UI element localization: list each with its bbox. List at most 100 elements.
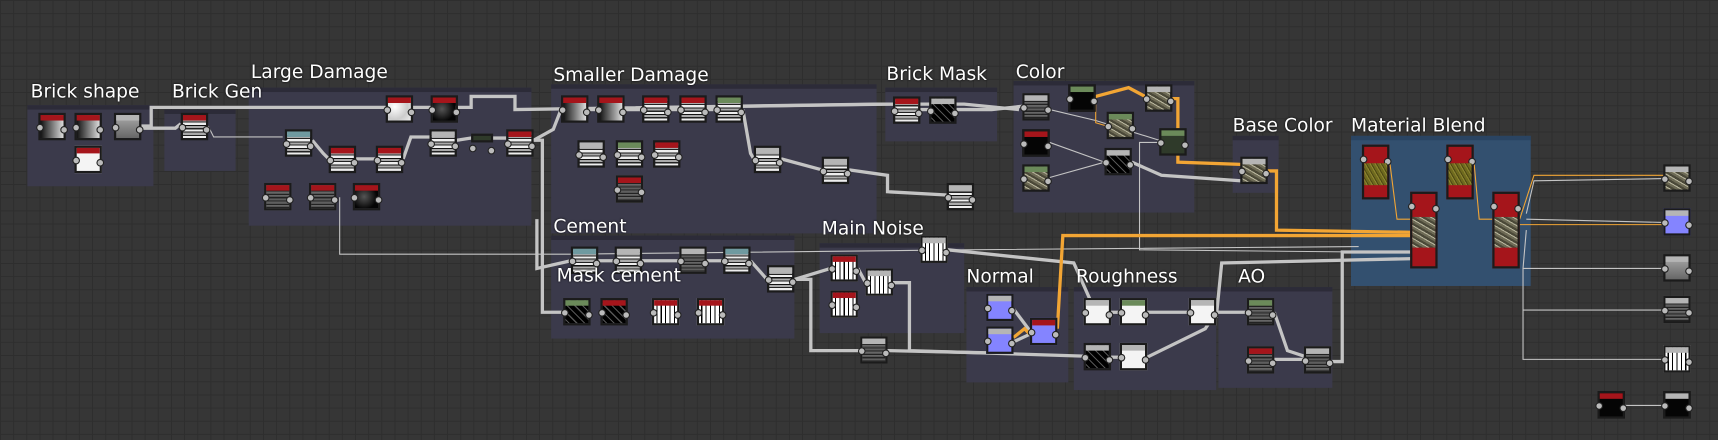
output-pin[interactable] xyxy=(852,267,861,276)
output-pin[interactable] xyxy=(1383,157,1392,166)
graph-node[interactable] xyxy=(1661,208,1693,236)
output-pin[interactable] xyxy=(1181,141,1189,150)
output-pin[interactable] xyxy=(1262,169,1270,178)
graph-node[interactable] xyxy=(1020,129,1052,157)
output-pin[interactable] xyxy=(882,349,890,358)
output-pin[interactable] xyxy=(330,196,339,204)
input-pin[interactable] xyxy=(1102,158,1110,167)
input-pin[interactable] xyxy=(612,257,621,266)
graph-node[interactable] xyxy=(863,268,896,296)
input-pin[interactable] xyxy=(1301,357,1310,365)
output-pin[interactable] xyxy=(673,311,682,319)
connection-wire[interactable] xyxy=(1526,218,1664,223)
output-pin[interactable] xyxy=(582,108,591,117)
input-pin[interactable] xyxy=(828,265,837,273)
graph-node[interactable] xyxy=(1066,84,1098,112)
output-pin[interactable] xyxy=(1141,311,1150,319)
graph-node[interactable] xyxy=(1186,298,1219,326)
output-pin[interactable] xyxy=(1044,177,1052,186)
input-pin[interactable] xyxy=(713,106,721,114)
input-pin[interactable] xyxy=(613,151,622,159)
input-pin[interactable] xyxy=(504,140,512,148)
graph-node[interactable] xyxy=(1027,317,1060,346)
output-pin[interactable] xyxy=(942,248,950,257)
graph-node[interactable] xyxy=(594,95,627,123)
output-pin[interactable] xyxy=(775,158,784,167)
output-pin[interactable] xyxy=(1008,339,1016,348)
output-pin[interactable] xyxy=(788,278,797,286)
input-pin[interactable] xyxy=(326,156,335,165)
graph-node[interactable] xyxy=(1661,391,1693,419)
output-pin[interactable] xyxy=(96,158,105,167)
graph-node[interactable] xyxy=(1244,346,1277,374)
output-pin[interactable] xyxy=(663,108,672,117)
graph-node[interactable] xyxy=(613,175,646,203)
input-pin[interactable] xyxy=(468,144,477,153)
output-pin[interactable] xyxy=(528,142,536,151)
graph-node[interactable] xyxy=(1238,156,1270,185)
graph-node[interactable] xyxy=(326,145,359,174)
connection-wire[interactable] xyxy=(207,125,283,138)
graph-node[interactable] xyxy=(828,290,861,318)
color-connection-wire[interactable] xyxy=(1055,233,1411,329)
input-pin[interactable] xyxy=(944,193,953,202)
output-pin[interactable] xyxy=(452,108,461,117)
output-pin[interactable] xyxy=(619,108,627,117)
graph-node[interactable] xyxy=(1244,298,1277,326)
graph-node[interactable] xyxy=(764,265,797,293)
input-pin[interactable] xyxy=(1244,357,1253,365)
input-pin[interactable] xyxy=(1020,140,1028,148)
output-pin[interactable] xyxy=(96,126,105,134)
input-pin[interactable] xyxy=(819,167,828,176)
output-pin[interactable] xyxy=(745,259,753,268)
input-pin[interactable] xyxy=(568,257,577,266)
input-pin[interactable] xyxy=(677,106,685,114)
input-pin[interactable] xyxy=(751,156,760,165)
graph-node[interactable] xyxy=(720,246,753,274)
graph-node[interactable] xyxy=(373,145,406,174)
output-pin[interactable] xyxy=(1051,330,1060,339)
connection-wire[interactable] xyxy=(956,104,1023,112)
input-pin[interactable] xyxy=(764,276,773,284)
input-pin[interactable] xyxy=(890,107,899,116)
input-pin[interactable] xyxy=(918,246,926,255)
graph-node[interactable] xyxy=(613,140,646,168)
output-pin[interactable] xyxy=(637,188,646,197)
connection-wire[interactable] xyxy=(1049,161,1105,179)
switch-node[interactable] xyxy=(468,133,496,155)
graph-node[interactable] xyxy=(983,326,1016,354)
output-pin[interactable] xyxy=(701,108,709,117)
input-pin[interactable] xyxy=(428,106,437,114)
graph-node[interactable] xyxy=(677,246,709,274)
input-pin[interactable] xyxy=(575,151,583,159)
input-pin[interactable] xyxy=(1238,167,1246,176)
output-pin[interactable] xyxy=(914,109,923,118)
output-pin[interactable] xyxy=(1128,124,1137,133)
graph-node[interactable] xyxy=(504,129,536,157)
connection-wire[interactable] xyxy=(793,266,832,281)
output-pin[interactable] xyxy=(1685,404,1693,412)
input-pin[interactable] xyxy=(282,140,291,148)
output-pin[interactable] xyxy=(1105,311,1114,319)
graph-node[interactable] xyxy=(751,145,784,174)
output-pin[interactable] xyxy=(1008,306,1016,315)
input-pin[interactable] xyxy=(383,106,392,114)
output-pin[interactable] xyxy=(951,109,959,118)
graph-node[interactable] xyxy=(261,182,294,211)
input-pin[interactable] xyxy=(72,123,80,132)
input-pin[interactable] xyxy=(373,156,382,165)
graph-node[interactable] xyxy=(694,298,727,326)
graph-node[interactable] xyxy=(1081,342,1114,371)
input-pin[interactable] xyxy=(1359,155,1368,164)
output-pin[interactable] xyxy=(1210,311,1219,319)
graph-node[interactable] xyxy=(983,293,1016,322)
graph-node[interactable] xyxy=(713,95,746,123)
graph-node[interactable] xyxy=(1020,164,1052,192)
input-pin[interactable] xyxy=(178,123,187,132)
graph-node[interactable] xyxy=(649,298,682,326)
connection-wire[interactable] xyxy=(848,168,947,197)
input-pin[interactable] xyxy=(1661,306,1669,315)
output-pin[interactable] xyxy=(1090,97,1098,106)
graph-node[interactable] xyxy=(1595,391,1628,419)
output-pin[interactable] xyxy=(718,311,727,319)
